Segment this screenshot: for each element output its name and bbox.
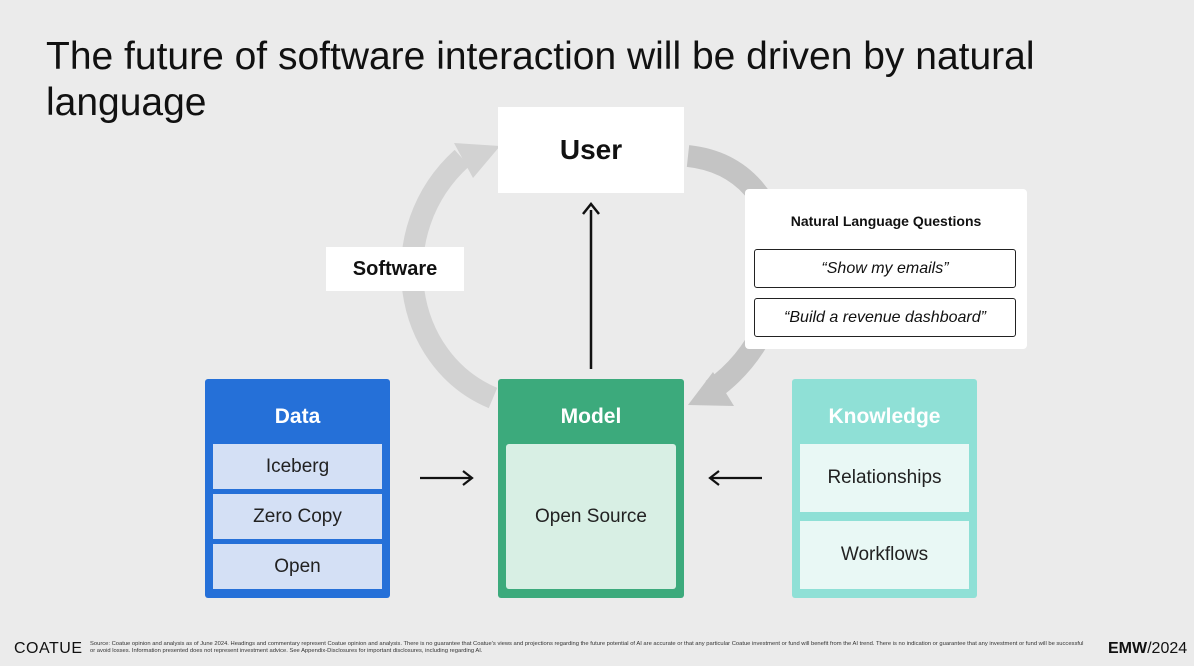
page-title: The future of software interaction will … bbox=[46, 35, 1035, 124]
knowledge-header: Knowledge bbox=[828, 405, 941, 428]
knowledge-item: Relationships bbox=[800, 444, 969, 512]
model-header: Model bbox=[560, 405, 622, 428]
software-loop-arrowhead bbox=[454, 143, 500, 178]
knowledge-item: Workflows bbox=[800, 521, 969, 589]
data-column: Data Iceberg Zero Copy Open bbox=[205, 379, 390, 598]
data-header: Data bbox=[274, 405, 321, 428]
model-to-user-arrowhead bbox=[582, 201, 600, 215]
question-item: “Build a revenue dashboard” bbox=[754, 298, 1016, 337]
model-item: Open Source bbox=[506, 444, 676, 589]
event-year: /2024 bbox=[1147, 640, 1188, 657]
brand-logo: COATUE bbox=[14, 640, 83, 657]
question-item: “Show my emails” bbox=[754, 249, 1016, 288]
data-item: Open bbox=[213, 544, 382, 589]
event-tag: EMW/2024 bbox=[1108, 640, 1187, 658]
knowledge-to-model-arrowhead bbox=[708, 470, 720, 486]
knowledge-column: Knowledge Relationships Workflows bbox=[792, 379, 977, 598]
questions-title: Natural Language Questions bbox=[790, 213, 982, 229]
question-loop-arrowhead bbox=[688, 372, 734, 406]
model-column: Model Open Source bbox=[498, 379, 684, 598]
data-item: Zero Copy bbox=[213, 494, 382, 539]
natural-language-questions-panel: Natural Language Questions “Show my emai… bbox=[745, 189, 1027, 349]
source-disclaimer: Source: Coatue opinion and analysis as o… bbox=[90, 641, 1084, 654]
data-item: Iceberg bbox=[213, 444, 382, 489]
data-to-model-arrowhead bbox=[462, 470, 474, 486]
event-name: EMW bbox=[1108, 640, 1148, 657]
software-node: Software bbox=[326, 247, 464, 291]
user-node: User bbox=[498, 107, 684, 193]
